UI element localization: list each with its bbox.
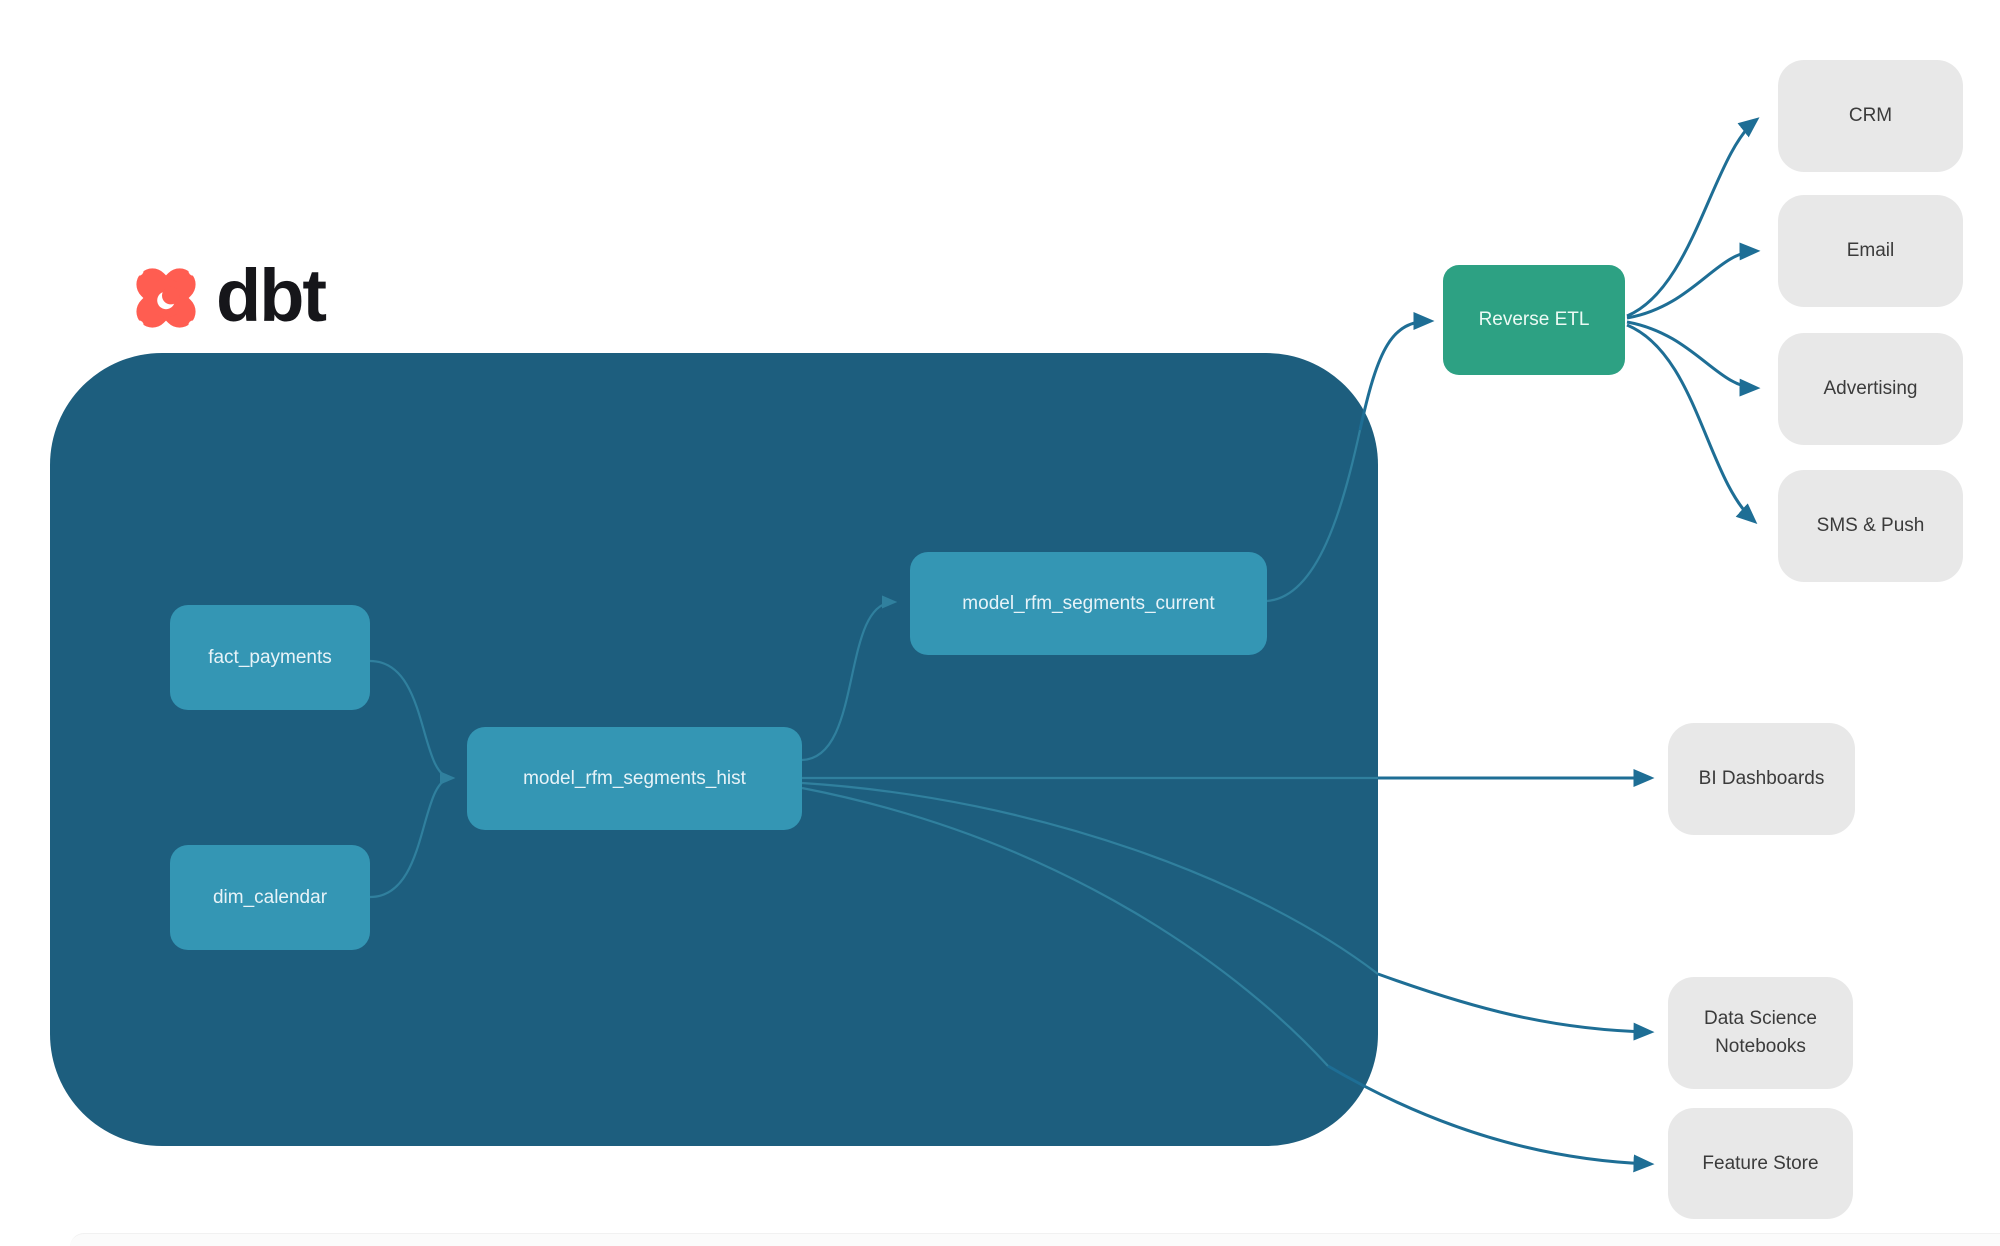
dbt-logo-text: dbt <box>216 254 327 337</box>
node-model-rfm-segments-current[interactable]: model_rfm_segments_current <box>910 552 1267 655</box>
node-email-label: Email <box>1846 240 1895 262</box>
node-reverse-etl-label: Reverse ETL <box>1478 309 1590 330</box>
node-crm[interactable]: CRM <box>1778 60 1963 172</box>
node-model-rfm-segments-hist[interactable]: model_rfm_segments_hist <box>467 727 802 830</box>
node-feature-store-label: Feature Store <box>1702 1152 1819 1174</box>
edges-outside-warehouse <box>1327 117 1761 1173</box>
node-bi-dashboards-label: BI Dashboards <box>1698 768 1825 790</box>
dbt-logo: dbt <box>126 254 327 338</box>
node-dim-calendar-label: dim_calendar <box>212 886 328 908</box>
dbt-logo-icon <box>134 266 198 330</box>
node-dim-calendar[interactable]: dim_calendar <box>170 845 370 950</box>
node-data-science-notebooks-label: Data Science Notebooks <box>1703 1008 1817 1057</box>
node-fact-payments[interactable]: fact_payments <box>170 605 370 710</box>
node-sms-push[interactable]: SMS & Push <box>1778 470 1963 582</box>
node-crm-label: CRM <box>1848 105 1893 127</box>
node-fact-payments-label: fact_payments <box>208 646 332 668</box>
node-email[interactable]: Email <box>1778 195 1963 307</box>
node-feature-store[interactable]: Feature Store <box>1668 1108 1853 1219</box>
node-sms-push-label: SMS & Push <box>1816 515 1925 537</box>
node-reverse-etl[interactable]: Reverse ETL <box>1443 265 1625 375</box>
node-model-rfm-segments-current-label: model_rfm_segments_current <box>962 592 1215 614</box>
node-data-science-notebooks[interactable]: Data Science Notebooks <box>1668 977 1853 1089</box>
node-advertising[interactable]: Advertising <box>1778 333 1963 445</box>
node-model-rfm-segments-hist-label: model_rfm_segments_hist <box>523 767 746 789</box>
node-advertising-label: Advertising <box>1823 378 1918 400</box>
bottom-sheet-edge <box>70 1233 2000 1246</box>
node-bi-dashboards[interactable]: BI Dashboards <box>1668 723 1855 835</box>
edges-inside-warehouse <box>369 429 1379 1067</box>
